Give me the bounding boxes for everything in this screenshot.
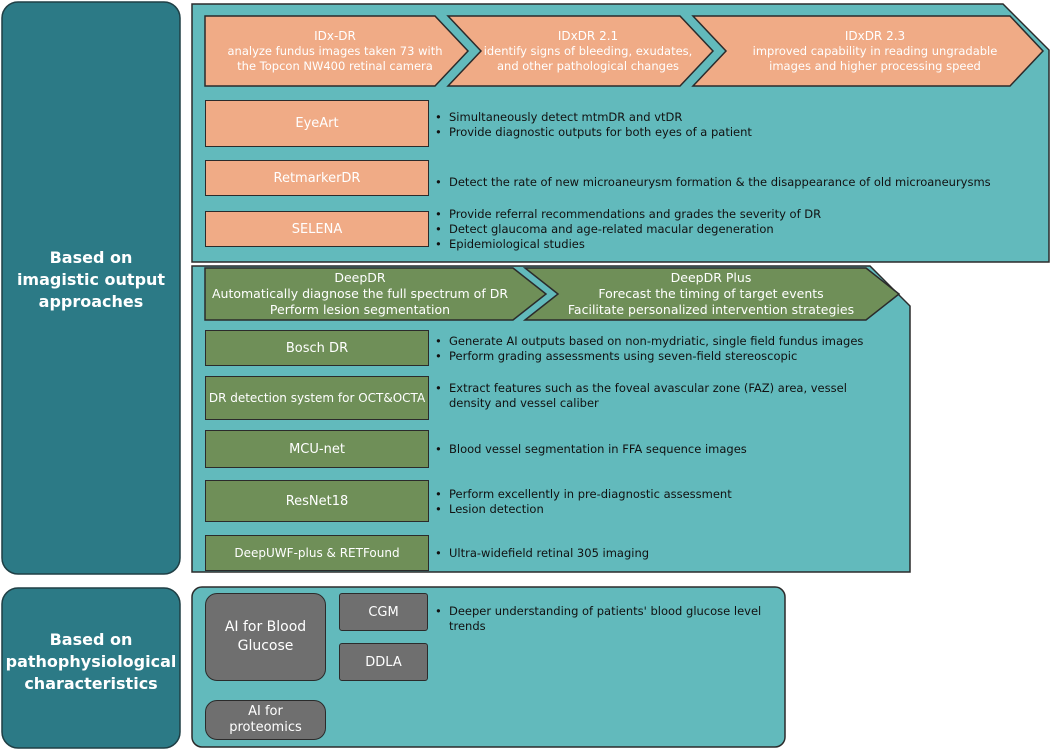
box-ai-blood-glucose: AI for Blood Glucose (205, 593, 326, 681)
category-label-imagistic: Based on imagistic output approaches (16, 248, 166, 311)
category-label-pathophys: Based on pathophysiological characterist… (5, 630, 177, 693)
idxdr-2-3-desc: improved capability in reading ungradabl… (752, 43, 998, 73)
bullet-item: Provide referral recommendations and gra… (435, 207, 1035, 222)
ai-blood-glucose-label: AI for Blood Glucose (224, 619, 307, 654)
deepdr-plus-desc-line: Forecast the timing of target events (598, 286, 824, 301)
deepdr-desc-line: Automatically diagnose the full spectrum… (211, 286, 508, 301)
system-box-mcu-net: MCU-net (205, 430, 429, 468)
system-box-resnet18: ResNet18 (205, 480, 429, 522)
box-cgm: CGM (339, 593, 428, 631)
idxdr-2-1-desc: identify signs of bleeding, exudates, an… (483, 43, 693, 73)
deepdr-plus-title: DeepDR Plus (670, 270, 752, 285)
bullets-cgm: Deeper understanding of patients' blood … (435, 604, 780, 634)
deepdr-label: DeepDR Automatically diagnose the full s… (210, 269, 510, 319)
bullet-item: Detect glaucoma and age-related macular … (435, 222, 1035, 237)
bullet-item: Detect the rate of new microaneurysm for… (435, 175, 1035, 190)
chevron-deepdr (204, 267, 548, 321)
system-box-bosch-dr: Bosch DR (205, 330, 429, 366)
bullet-item: Perform excellently in pre-diagnostic as… (435, 487, 895, 502)
category-block-pathophys (1, 587, 181, 749)
deepdr-plus-desc-line: Facilitate personalized intervention str… (567, 302, 855, 317)
bullets-oct-octa: Extract features such as the foveal avas… (435, 381, 865, 411)
bullet-item: Epidemiological studies (435, 237, 1035, 252)
idx-dr-label: IDx-DR analyze fundus images taken 73 wi… (210, 18, 460, 84)
system-box-selena: SELENA (205, 211, 429, 247)
bullet-item: Lesion detection (435, 502, 895, 517)
bullet-item: Blood vessel segmentation in FFA sequenc… (435, 442, 895, 457)
bullet-item: Ultra-widefield retinal 305 imaging (435, 546, 895, 561)
ai-proteomics-label: AI for proteomics (229, 704, 302, 735)
chevron-idxdr-2-3 (691, 15, 1045, 87)
bullets-bosch-dr: Generate AI outputs based on non-mydriat… (435, 334, 895, 364)
bullet-item: Generate AI outputs based on non-mydriat… (435, 334, 895, 349)
box-ai-proteomics: AI for proteomics (205, 700, 326, 740)
chevron-idxdr-2-1 (446, 15, 715, 87)
bullet-item: Deeper understanding of patients' blood … (435, 604, 780, 634)
system-box-oct-octa: DR detection system for OCT&OCTA (205, 376, 429, 420)
chevron-deepdr-plus (522, 267, 901, 321)
box-ddla: DDLA (339, 643, 428, 681)
chevron-idx-dr (204, 15, 470, 87)
idx-dr-title: IDx-DR (314, 28, 356, 43)
idx-dr-desc: analyze fundus images taken 73 with the … (227, 43, 443, 73)
system-box-retmarkerdr: RetmarkerDR (205, 160, 429, 196)
idxdr-2-3-label: IDxDR 2.3 improved capability in reading… (725, 18, 1025, 84)
bullets-resnet18: Perform excellently in pre-diagnostic as… (435, 487, 895, 517)
idxdr-2-3-title: IDxDR 2.3 (844, 28, 906, 43)
idxdr-2-1-title: IDxDR 2.1 (557, 28, 619, 43)
bullet-item: Simultaneously detect mtmDR and vtDR (435, 110, 1035, 125)
deepdr-title: DeepDR (334, 270, 386, 285)
system-box-deepuwf: DeepUWF-plus & RETFound (205, 535, 429, 571)
bullets-retmarkerdr: Detect the rate of new microaneurysm for… (435, 175, 1035, 190)
bullets-eyeart: Simultaneously detect mtmDR and vtDR Pro… (435, 110, 1035, 140)
deepdr-desc-line: Perform lesion segmentation (269, 302, 451, 317)
bullet-item: Provide diagnostic outputs for both eyes… (435, 125, 1035, 140)
bullets-selena: Provide referral recommendations and gra… (435, 207, 1035, 252)
idxdr-2-1-label: IDxDR 2.1 identify signs of bleeding, ex… (478, 18, 698, 84)
bullets-deepuwf: Ultra-widefield retinal 305 imaging (435, 546, 895, 561)
bullet-item: Perform grading assessments using seven-… (435, 349, 895, 364)
deepdr-plus-label: DeepDR Plus Forecast the timing of targe… (556, 269, 866, 319)
bullets-mcu-net: Blood vessel segmentation in FFA sequenc… (435, 442, 895, 457)
category-block-imagistic (1, 1, 181, 575)
system-box-eyeart: EyeArt (205, 100, 429, 147)
bullet-item: Extract features such as the foveal avas… (435, 381, 865, 411)
